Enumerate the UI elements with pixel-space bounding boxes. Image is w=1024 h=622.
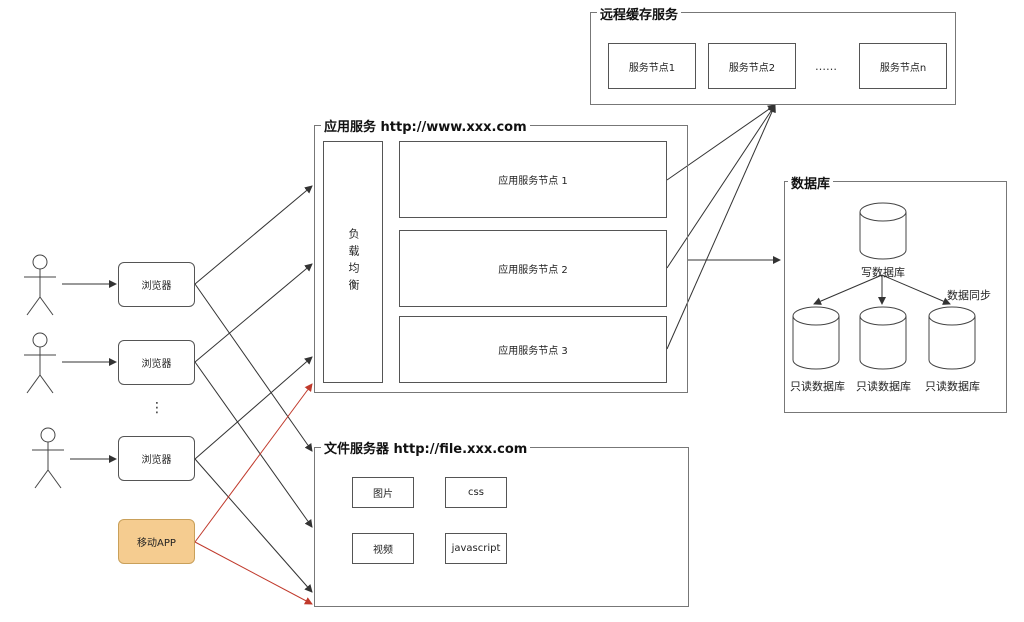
cache-node-n: 服务节点n: [859, 43, 947, 89]
browser-ellipsis: ⋮: [150, 400, 164, 416]
app-node-1: 应用服务节点 1: [399, 141, 667, 218]
read-database-cylinder: [928, 306, 976, 370]
edge-browser3-app: [194, 356, 313, 460]
file-item-image: 图片: [352, 477, 414, 508]
file-item-javascript: javascript: [445, 533, 507, 564]
mobile-app-node: 移动APP: [118, 519, 195, 564]
browser-node-3: 浏览器: [118, 436, 195, 481]
user-figure: [32, 427, 64, 489]
edge-mobile-file: [194, 541, 313, 605]
database-title: 数据库: [788, 173, 834, 192]
cache-node-1: 服务节点1: [608, 43, 696, 89]
edge-write-read3: [881, 274, 951, 305]
read-db-label-1: 只读数据库: [790, 380, 845, 393]
app-node-3: 应用服务节点 3: [399, 316, 667, 383]
write-database-cylinder: [859, 202, 907, 260]
user-figure: [24, 332, 56, 394]
cache-ellipsis: ……: [815, 60, 837, 73]
write-db-label: 写数据库: [861, 266, 905, 279]
database-group: [784, 181, 1007, 413]
edge-browser1-file: [194, 283, 313, 452]
file-item-video: 视频: [352, 533, 414, 564]
edge-browser3-file: [194, 458, 313, 593]
edge-browser1-app: [194, 185, 313, 285]
file-server-title: 文件服务器 http://file.xxx.com: [321, 438, 531, 457]
remote-cache-group: [590, 12, 956, 105]
browser-node-1: 浏览器: [118, 262, 195, 307]
file-server-group: [314, 447, 689, 607]
load-balancer: 负载均衡: [323, 141, 383, 383]
user-figure: [24, 254, 56, 316]
edge-appnode2-cache: [666, 104, 776, 269]
app-node-2: 应用服务节点 2: [399, 230, 667, 307]
file-item-css: css: [445, 477, 507, 508]
edge-mobile-app: [194, 383, 313, 543]
read-database-cylinder: [859, 306, 907, 370]
browser-node-2: 浏览器: [118, 340, 195, 385]
edge-appnode1-cache: [666, 104, 776, 181]
read-database-cylinder: [792, 306, 840, 370]
edge-appnode3-cache: [666, 104, 776, 350]
read-db-label-2: 只读数据库: [856, 380, 911, 393]
remote-cache-title: 远程缓存服务: [597, 4, 682, 23]
read-db-label-3: 只读数据库: [925, 380, 980, 393]
edge-browser2-file: [194, 361, 313, 528]
sync-label: 数据同步: [947, 289, 991, 302]
edge-browser2-app: [194, 263, 313, 363]
edge-write-read1: [813, 274, 883, 305]
cache-node-2: 服务节点2: [708, 43, 796, 89]
app-service-title: 应用服务 http://www.xxx.com: [321, 116, 530, 135]
